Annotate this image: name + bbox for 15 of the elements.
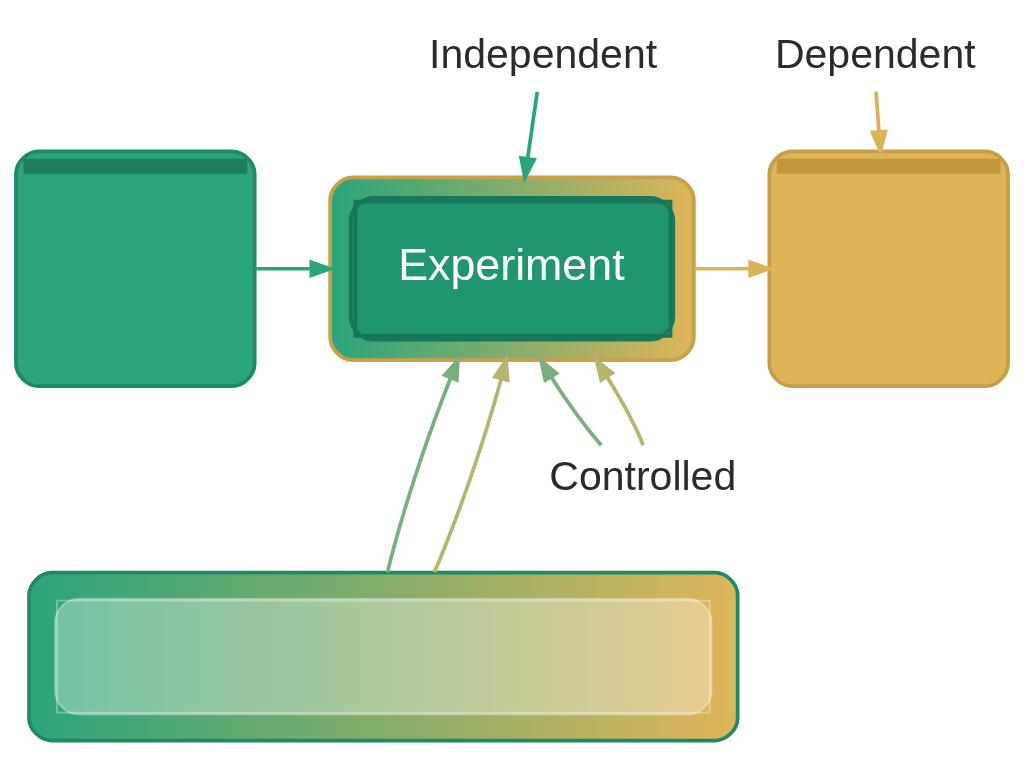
- node-text: Dependent: [774, 31, 976, 78]
- arrow: [385, 355, 460, 573]
- arrow: [869, 91, 888, 157]
- node-text: Controlled: [549, 452, 737, 499]
- arrow: [255, 259, 336, 278]
- arrow: [538, 356, 603, 447]
- node-box: [27, 570, 740, 743]
- node-box: Experiment: [328, 175, 696, 362]
- node-text: Independent: [429, 31, 658, 78]
- arrow: [593, 356, 645, 446]
- node-box: [14, 149, 257, 389]
- node-box: [767, 149, 1010, 389]
- arrow: [694, 259, 775, 278]
- arrow: [518, 91, 540, 183]
- arrow: [432, 354, 510, 574]
